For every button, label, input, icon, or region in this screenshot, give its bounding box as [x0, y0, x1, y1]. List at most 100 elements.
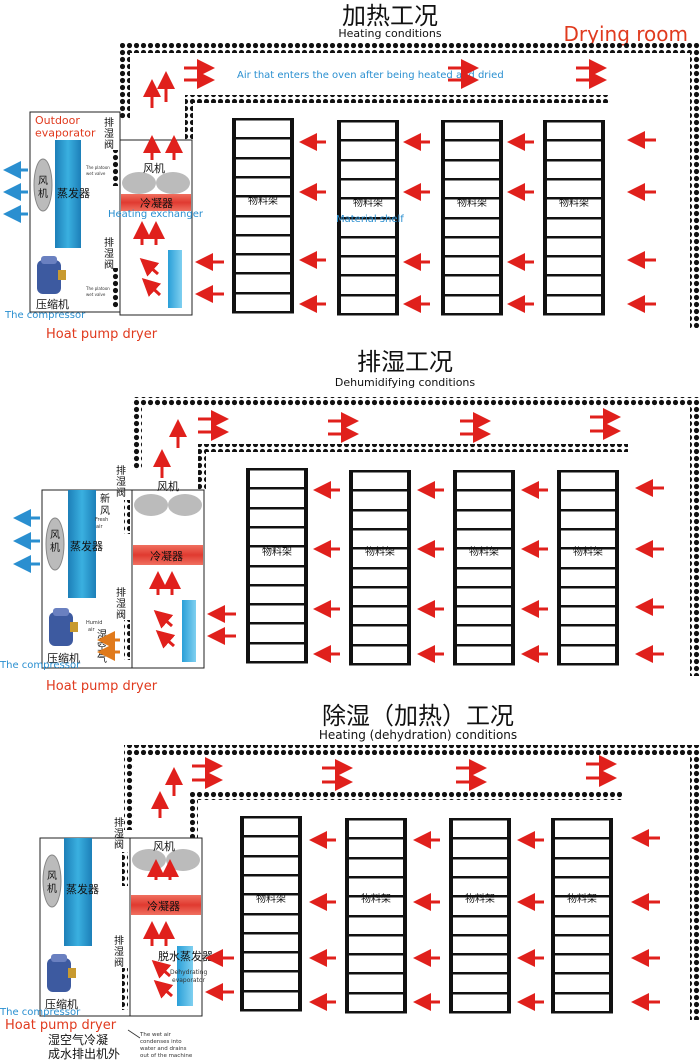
svg-text:湿: 湿: [114, 946, 124, 958]
inner-fan-left-icon: [134, 494, 168, 516]
svg-text:阀: 阀: [114, 838, 124, 851]
damper-top-label: 排: [114, 816, 124, 829]
damper-top: [124, 500, 130, 534]
fan-icon: [33, 158, 53, 212]
damper-bottom-label: 排: [104, 236, 114, 249]
svg-text:湿: 湿: [104, 248, 114, 260]
air-duct: [124, 745, 700, 1020]
svg-text:成水排出机外: 成水排出机外: [48, 1047, 120, 1061]
compressor-label: 压缩机: [36, 297, 69, 311]
svg-text:阀: 阀: [114, 956, 124, 969]
evaporator-coil: [68, 490, 96, 598]
svg-text:condenses into: condenses into: [140, 1039, 182, 1045]
shelf-en: Material shelf: [336, 214, 404, 225]
shelf-label: 物料架: [248, 194, 278, 207]
material-shelf: [441, 120, 503, 316]
damper-top: [122, 852, 128, 886]
humid-air-small: Humid: [86, 620, 102, 626]
compressor-label: 压缩机: [47, 651, 80, 665]
svg-text:风: 风: [100, 505, 110, 517]
panel-title-cn: 排湿工况: [357, 348, 453, 376]
unit-label: Hoat pump dryer: [46, 679, 158, 694]
inner-fan-left-icon: [122, 172, 156, 194]
shelf-label: 物料架: [573, 545, 603, 558]
svg-text:湿: 湿: [114, 828, 124, 840]
air-duct: [132, 397, 700, 676]
dehydration-small: Dehydrating: [170, 969, 207, 976]
material-shelf: [449, 818, 511, 1014]
svg-text:气: 气: [97, 652, 107, 665]
panel-dehydration: 除湿（加热）工况 Heating (dehydration) condition…: [0, 702, 700, 1061]
panel-dehumidifying: 排湿工况 Dehumidifying conditions 风 机 蒸发器 压缩…: [0, 348, 700, 694]
evaporator-label: 蒸发器: [70, 539, 103, 553]
airflow-arrows: [143, 755, 660, 1011]
inner-evaporator: [168, 250, 182, 308]
svg-text:阀: 阀: [104, 258, 114, 271]
fresh-air-small: Fresh: [95, 517, 108, 523]
svg-text:阀: 阀: [116, 486, 126, 499]
material-shelf: [557, 470, 619, 666]
svg-text:机: 机: [50, 541, 60, 554]
material-shelf: [337, 120, 399, 316]
evaporator-coil: [55, 140, 81, 248]
compressor-icon: [49, 608, 78, 646]
air-note: Air that enters the oven after being hea…: [237, 70, 504, 81]
panel-title-en: Heating (dehydration) conditions: [319, 728, 517, 742]
svg-text:air: air: [88, 627, 95, 633]
airflow-arrow-icon: [139, 258, 160, 277]
material-shelf: [240, 816, 302, 1012]
inner-evaporator: [182, 600, 196, 662]
fan-label: 风: [38, 175, 48, 187]
damper-top-label: 排: [116, 464, 126, 477]
damper-bottom-small: The platoon: [85, 286, 110, 291]
svg-text:阀: 阀: [116, 608, 126, 621]
inner-fan-right-icon: [156, 172, 190, 194]
condenser: [133, 545, 203, 565]
svg-text:机: 机: [47, 882, 57, 895]
fan-label: 风: [47, 870, 57, 882]
shelf-label: 物料架: [567, 892, 597, 905]
svg-text:wet valve: wet valve: [86, 171, 106, 176]
fresh-air-label: 新: [100, 492, 110, 505]
panel-title-en: Heating conditions: [338, 27, 441, 40]
shelf-label: 物料架: [457, 196, 487, 209]
svg-text:wet valve: wet valve: [86, 292, 106, 297]
panel-title-cn: 加热工况: [342, 2, 438, 30]
compressor-en: The compressor: [4, 310, 86, 321]
shelf-label: 物料架: [256, 892, 286, 905]
condensate-label: 湿空气冷凝: [48, 1032, 108, 1047]
shelf-label: 物料架: [361, 892, 391, 905]
material-shelf: [453, 470, 515, 666]
svg-text:out of the machine: out of the machine: [140, 1053, 193, 1059]
compressor-label: 压缩机: [45, 997, 78, 1011]
shelf-label: 物料架: [353, 196, 383, 209]
shelf-label: 物料架: [559, 196, 589, 209]
damper-bottom: [124, 620, 130, 660]
svg-text:湿: 湿: [116, 476, 126, 488]
airflow-arrow-icon: [155, 630, 176, 649]
inner-fan-label: 风机: [153, 839, 175, 853]
unit-label: Hoat pump dryer: [46, 327, 158, 342]
shelf-label: 物料架: [465, 892, 495, 905]
heat-exchanger-en: Heating exchanger: [108, 209, 204, 220]
shelf-label: 物料架: [365, 545, 395, 558]
air-duct: [120, 43, 700, 328]
damper-top-small: The platoon: [85, 165, 110, 170]
material-shelf: [551, 818, 613, 1014]
condenser: [131, 895, 201, 915]
airflow-arrow-icon: [153, 980, 174, 999]
compressor-en: The compressor: [0, 660, 81, 671]
compressor-icon: [37, 256, 66, 294]
svg-text:阀: 阀: [104, 138, 114, 151]
airflow-arrows: [13, 408, 664, 663]
inner-fan-label: 风机: [143, 161, 165, 175]
svg-text:water and drains: water and drains: [140, 1046, 187, 1052]
panel-heating: 加热工况 Heating conditions Drying room Air …: [3, 2, 700, 342]
shelf-label: 物料架: [469, 545, 499, 558]
evaporator-coil: [64, 838, 92, 946]
fan-icon: [45, 517, 65, 571]
shelf-label: 物料架: [262, 545, 292, 558]
condenser: [121, 194, 191, 211]
